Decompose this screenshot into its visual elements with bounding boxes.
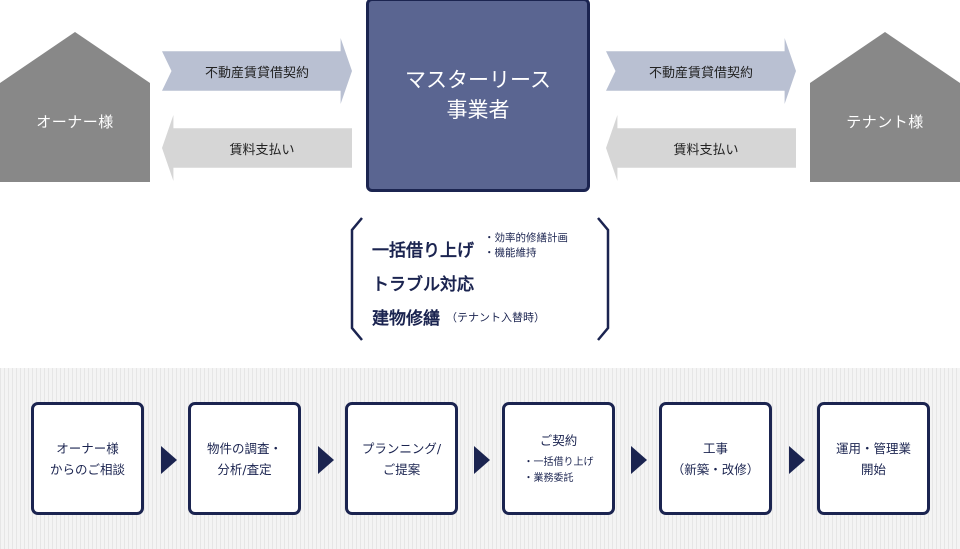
step-line: 物件の調査・ bbox=[206, 440, 282, 456]
service-trouble: トラブル対応 bbox=[372, 275, 474, 295]
service-note: ・効率的修繕計画 bbox=[484, 232, 568, 244]
left-contract-arrow: 不動産賃貸借契約 bbox=[162, 38, 352, 104]
flow-arrow-icon bbox=[318, 446, 334, 474]
tenant-label: テナント様 bbox=[846, 112, 924, 131]
step-operation: 運用・管理業 開始 bbox=[817, 402, 930, 515]
service-row-2: トラブル対応 bbox=[372, 264, 612, 300]
step-title: ご契約 bbox=[539, 433, 578, 448]
services-bracket bbox=[350, 217, 610, 341]
bracket-right bbox=[597, 217, 610, 341]
flow-arrow-icon bbox=[631, 446, 647, 474]
service-repair: 建物修繕 bbox=[372, 309, 440, 329]
step-line: プランニング/ bbox=[361, 440, 442, 456]
step-line: オーナー様 bbox=[56, 440, 119, 456]
step-consultation: オーナー様 からのご相談 bbox=[31, 402, 144, 515]
right-contract-label: 不動産賃貸借契約 bbox=[648, 65, 753, 81]
step-line: からのご相談 bbox=[49, 461, 125, 477]
right-rent-arrow: 賃料支払い bbox=[606, 115, 796, 181]
left-contract-label: 不動産賃貸借契約 bbox=[204, 65, 309, 81]
step-planning: プランニング/ ご提案 bbox=[345, 402, 458, 515]
left-rent-label: 賃料支払い bbox=[229, 142, 295, 158]
step-subitem: ・一括借り上げ bbox=[523, 457, 594, 468]
bracket-left bbox=[350, 217, 363, 341]
flow-arrow-icon bbox=[474, 446, 490, 474]
flow-arrow-icon bbox=[161, 446, 177, 474]
step-survey: 物件の調査・ 分析/査定 bbox=[188, 402, 301, 515]
service-row-1: 一括借り上げ ・効率的修繕計画 ・機能維持 bbox=[372, 228, 612, 264]
step-subitem: ・業務委託 bbox=[523, 473, 574, 484]
right-rent-label: 賃料支払い bbox=[673, 142, 739, 158]
step-construction: 工事 （新築・改修） bbox=[659, 402, 772, 515]
owner-house: オーナー様 bbox=[0, 32, 150, 182]
step-subitems: ・一括借り上げ ・業務委託 bbox=[524, 455, 594, 487]
service-bulk-lease: 一括借り上げ bbox=[372, 241, 474, 261]
services-list: 一括借り上げ ・効率的修繕計画 ・機能維持 トラブル対応 建物修繕 （テナント入… bbox=[372, 228, 612, 336]
master-lease-box: マスターリース 事業者 bbox=[366, 0, 590, 192]
service-note: ・機能維持 bbox=[484, 247, 537, 259]
flow-arrow-icon bbox=[789, 446, 805, 474]
step-line: 分析/査定 bbox=[217, 461, 272, 477]
owner-label: オーナー様 bbox=[36, 112, 114, 131]
service-bulk-lease-notes: ・効率的修繕計画 ・機能維持 bbox=[484, 231, 568, 261]
step-line: （新築・改修） bbox=[671, 461, 760, 477]
step-line: 工事 bbox=[702, 440, 728, 456]
step-line: 開始 bbox=[860, 461, 886, 477]
left-rent-arrow: 賃料支払い bbox=[162, 115, 352, 181]
tenant-house: テナント様 bbox=[810, 32, 960, 182]
center-line1: マスターリース bbox=[405, 68, 551, 92]
step-line: 運用・管理業 bbox=[835, 440, 911, 456]
right-contract-arrow: 不動産賃貸借契約 bbox=[606, 38, 796, 104]
step-contract: ご契約 ・一括借り上げ ・業務委託 bbox=[502, 402, 615, 515]
service-repair-note: （テナント入替時） bbox=[446, 311, 545, 324]
service-row-3: 建物修繕 （テナント入替時） bbox=[372, 300, 612, 336]
step-line: ご提案 bbox=[382, 461, 421, 477]
center-line2: 事業者 bbox=[446, 98, 510, 122]
